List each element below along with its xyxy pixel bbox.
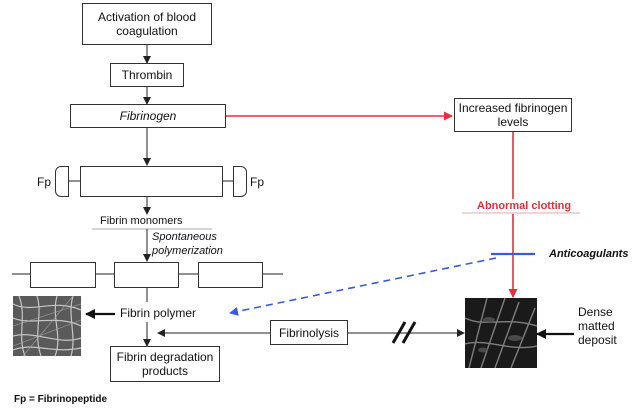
fp-right-label: Fp bbox=[250, 175, 265, 189]
fibrinolysis-box: Fibrinolysis bbox=[270, 320, 348, 345]
degradation-box: Fibrin degradation products bbox=[110, 346, 220, 382]
fp-left-bracket bbox=[55, 166, 69, 197]
fp-right-bracket bbox=[233, 166, 247, 197]
dense-deposit-label: Dense matted deposit bbox=[578, 305, 640, 347]
fibrinogen-label: Fibrinogen bbox=[119, 109, 177, 123]
footnote: Fp = Fibrinopeptide bbox=[14, 394, 108, 405]
thrombin-label: Thrombin bbox=[121, 68, 173, 82]
blue-dashed-arrow-to-polymer bbox=[229, 257, 497, 316]
sem-dense-graphic bbox=[465, 298, 537, 368]
dense-deposit-text: Dense matted deposit bbox=[578, 305, 617, 347]
cleaved-fibrinogen-box bbox=[80, 166, 223, 197]
sem-network-graphic bbox=[13, 296, 81, 356]
fibrin-monomers-label: Fibrin monomers bbox=[100, 215, 183, 227]
polymer-unit-3 bbox=[198, 262, 263, 288]
anticoagulants-label: Anticoagulants bbox=[549, 248, 629, 260]
activation-label: Activation of blood coagulation bbox=[97, 10, 197, 38]
block-slash-1 bbox=[391, 321, 407, 344]
sem-image-dense-deposit bbox=[465, 298, 537, 368]
sem-image-fibrin-network bbox=[13, 296, 81, 356]
fibrinogen-box: Fibrinogen bbox=[70, 104, 226, 128]
increased-label: Increased fibrinogen levels bbox=[458, 101, 568, 129]
abnormal-clotting-label: Abnormal clotting bbox=[477, 200, 572, 212]
fibrinolysis-label: Fibrinolysis bbox=[278, 325, 339, 340]
spontaneous-text: Spontaneous polymerization bbox=[152, 231, 223, 257]
thrombin-box: Thrombin bbox=[110, 63, 184, 87]
spontaneous-label: Spontaneous polymerization bbox=[152, 230, 252, 258]
fibrin-polymer-label: Fibrin polymer bbox=[120, 306, 197, 320]
increased-fibrinogen-box: Increased fibrinogen levels bbox=[454, 98, 572, 132]
activation-box: Activation of blood coagulation bbox=[82, 3, 212, 45]
polymer-unit-1 bbox=[30, 262, 96, 288]
fp-left-label: Fp bbox=[37, 175, 52, 189]
degradation-label: Fibrin degradation products bbox=[116, 350, 214, 378]
block-slash-2 bbox=[401, 321, 417, 344]
polymer-unit-2 bbox=[114, 262, 179, 288]
